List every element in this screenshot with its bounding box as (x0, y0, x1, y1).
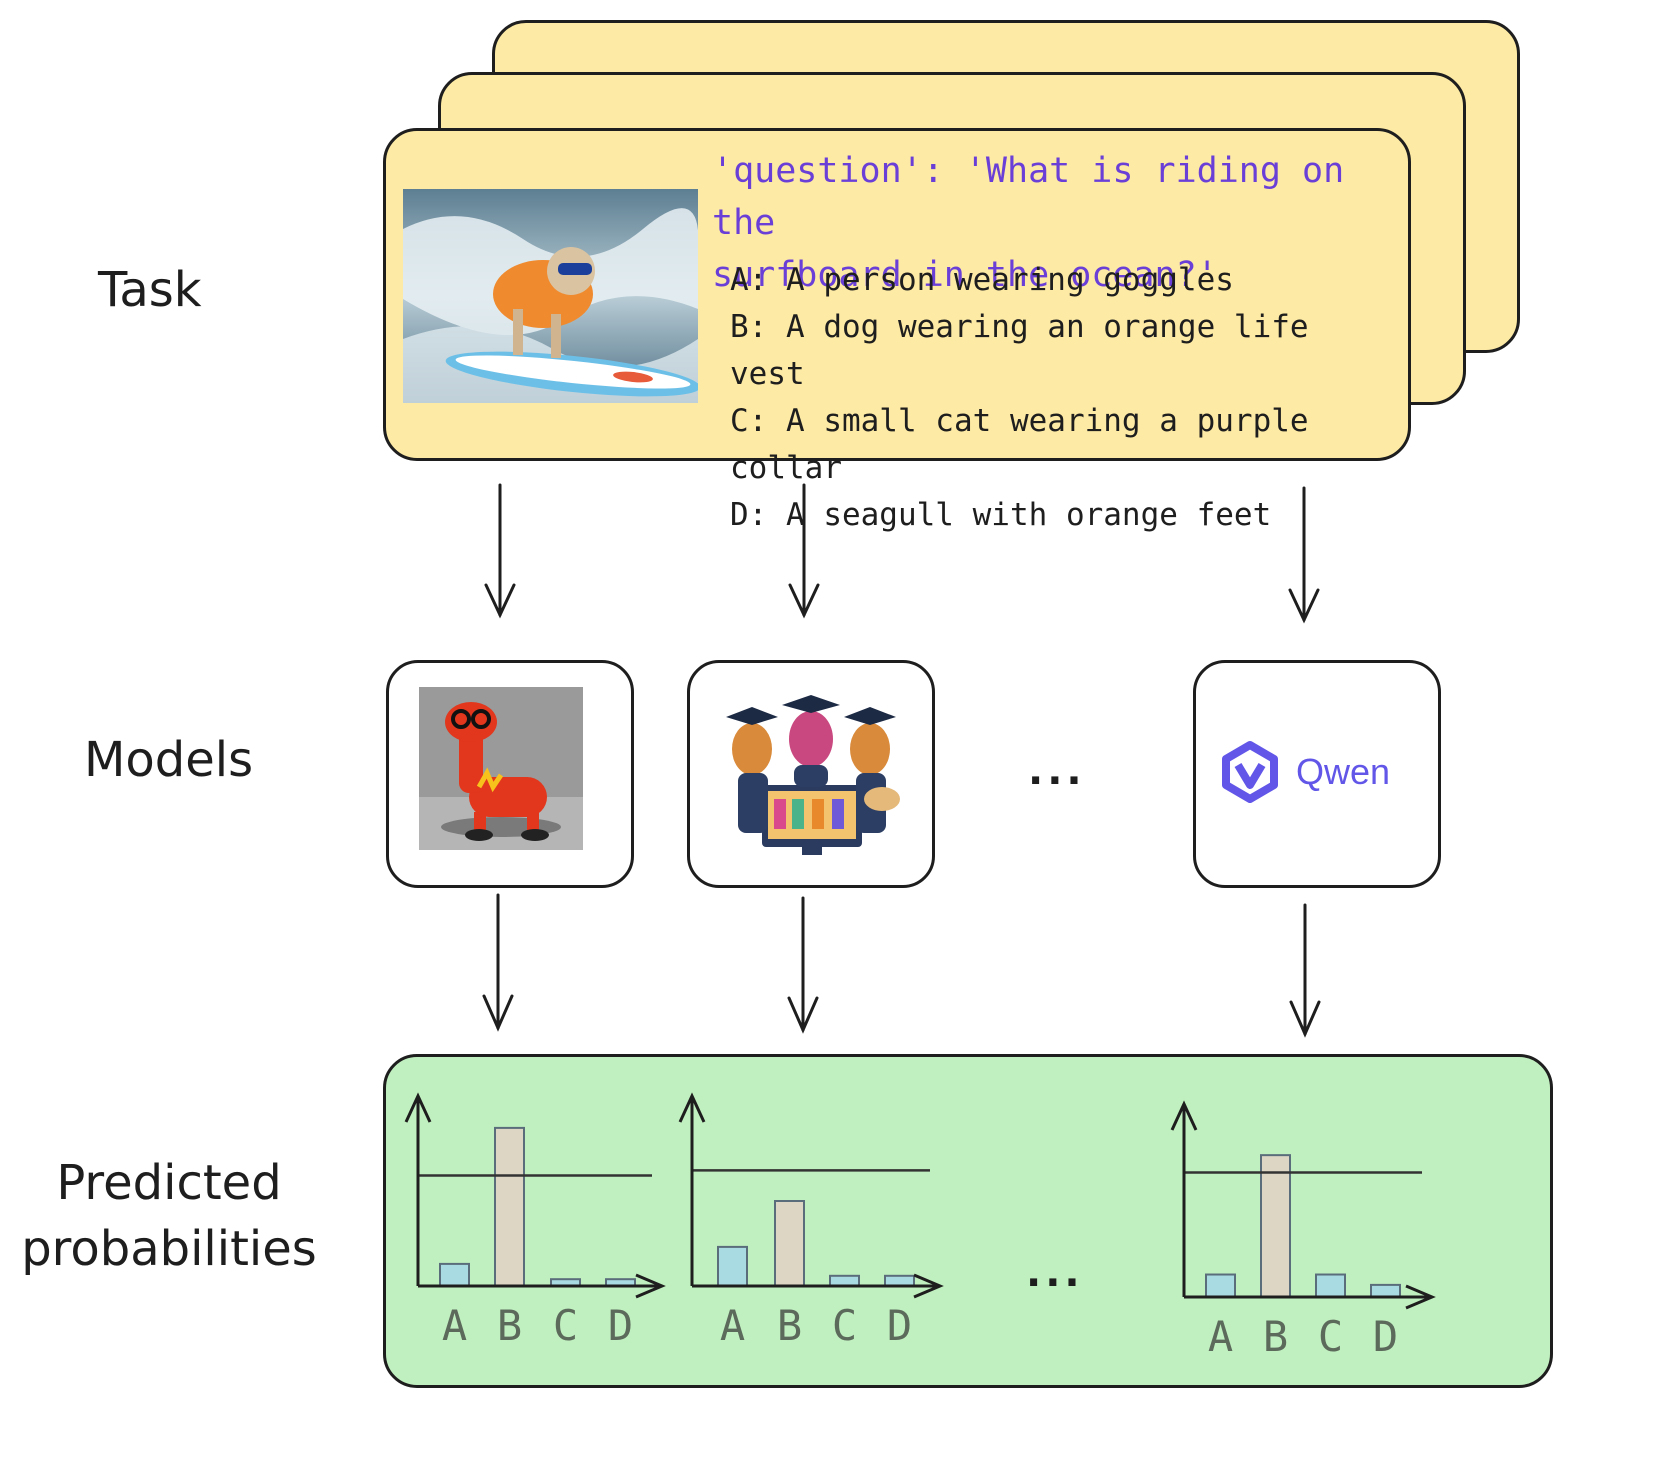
chart-2-bar-d (884, 1274, 915, 1288)
chart-3-tick-d: D (1373, 1312, 1398, 1361)
chart-1-x-arrowhead (635, 1273, 666, 1299)
fire-llama-icon (419, 687, 583, 850)
chart-3-bar-d (1370, 1283, 1401, 1299)
arrow-model-2-to-pred (787, 896, 819, 1034)
models-ellipsis: ... (1028, 748, 1086, 794)
chart-3-bar-a (1205, 1273, 1236, 1299)
qwen-logo-icon: Qwen (1222, 741, 1390, 803)
task-option-b: B: A dog wearing an orange life vest (730, 309, 1309, 392)
chart-1-tick-c: C (553, 1301, 578, 1350)
task-options: A: A person wearing goggles B: A dog wea… (730, 257, 1400, 539)
stage-label-predicted: Predicted probabilities (14, 1150, 324, 1282)
chart-3-tick-c: C (1318, 1312, 1343, 1361)
predictions-panel (383, 1054, 1553, 1388)
qwen-label: Qwen (1296, 751, 1390, 792)
task-option-a: A: A person wearing goggles (730, 262, 1234, 298)
task-option-c: C: A small cat wearing a purple collar (730, 403, 1309, 486)
chart-2-tick-a: A (720, 1301, 745, 1350)
chart-3-bar-c (1315, 1273, 1346, 1299)
chart-2-y-arrowhead (678, 1092, 706, 1123)
stage-label-predicted-line2: probabilities (21, 1221, 317, 1277)
surfing-dog-photo (403, 189, 698, 403)
task-card-front[interactable]: 'question': 'What is riding on the surfb… (383, 128, 1411, 533)
model-box-2[interactable] (687, 660, 935, 888)
chart-3-tick-b: B (1263, 1312, 1288, 1361)
chart-1-tick-b: B (497, 1301, 522, 1350)
chart-3-x-arrowhead (1405, 1284, 1436, 1310)
llama-center (782, 695, 840, 787)
arrow-model-1-to-pred (482, 893, 514, 1032)
chart-1-bar-a (439, 1262, 470, 1288)
chart-3-y-arrowhead (1170, 1100, 1198, 1131)
chart-2-x-arrowhead (913, 1273, 944, 1299)
predictions-ellipsis: ... (1026, 1250, 1084, 1296)
task-question: 'question': 'What is riding on the surfb… (712, 145, 1402, 301)
llama-right (844, 707, 896, 833)
chart-2-tick-b: B (777, 1301, 802, 1350)
chart-1-tick-a: A (442, 1301, 467, 1350)
llama-left (726, 707, 778, 833)
chart-1-bar-b (494, 1126, 525, 1288)
chart-2-bar-b (774, 1200, 805, 1287)
chart-3-bar-b (1260, 1154, 1291, 1299)
task-question-line1: 'question': 'What is riding on the (712, 151, 1345, 243)
model-box-1[interactable] (386, 660, 634, 888)
arrow-task-to-model-2 (788, 483, 820, 619)
task-question-line2: surfboard in the ocean?' (712, 255, 1218, 295)
stage-label-models: Models (84, 732, 254, 788)
task-option-d: D: A seagull with orange feet (730, 497, 1272, 533)
chart-2-bar-c (829, 1274, 860, 1288)
chart-2-tick-c: C (832, 1301, 857, 1350)
chart-1-tick-d: D (608, 1301, 633, 1350)
graduate-llamas-icon (726, 695, 900, 855)
chart-1-y-arrowhead (404, 1092, 432, 1123)
chart-2-tick-d: D (887, 1301, 912, 1350)
stage-label-task: Task (98, 262, 202, 318)
chart-3-tick-a: A (1208, 1312, 1233, 1361)
model-box-3[interactable]: Qwen (1193, 660, 1441, 888)
arrow-task-to-model-3 (1288, 486, 1320, 624)
stage-label-predicted-line1: Predicted (56, 1155, 282, 1211)
arrow-model-3-to-pred (1289, 903, 1321, 1038)
chart-2-bar-a (717, 1245, 748, 1288)
arrow-task-to-model-1 (484, 483, 516, 619)
